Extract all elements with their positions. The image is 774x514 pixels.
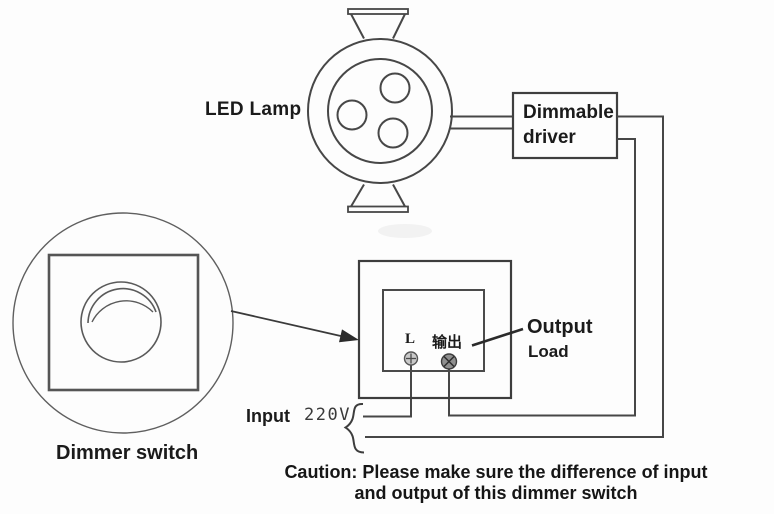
load-label: Load: [528, 342, 569, 361]
lamp-bottom-flange-side-left: [350, 183, 365, 208]
led-lamp-icon: [307, 8, 453, 213]
lamp-driver-wires: [449, 115, 514, 130]
lamp-led-3: [377, 117, 409, 149]
dimmer-faceplate: [47, 253, 200, 392]
wire-neutral-loop: [365, 115, 664, 438]
dimmer-knob-icon: [80, 281, 162, 363]
dimmer-switch-label: Dimmer switch: [56, 442, 199, 464]
caution-line1: Caution: Please make sure the difference…: [284, 462, 708, 482]
caution-line2: and output of this dimmer switch: [354, 483, 638, 503]
lamp-led-2: [336, 99, 368, 131]
screw-terminal-live-icon: [403, 351, 419, 366]
lamp-top-flange-bar: [347, 8, 409, 15]
knob-indicator-arc-inner: [91, 300, 154, 323]
voltage-label: 220V: [304, 405, 351, 425]
output-label: Output: [527, 316, 593, 338]
circuit-wires: [363, 115, 664, 438]
output-leader-line: [471, 327, 524, 347]
led-lamp-label: LED Lamp: [205, 99, 302, 120]
lamp-bottom-flange-bar: [347, 205, 409, 213]
dimmable-driver-box: [511, 91, 619, 160]
watermark-smudge: [378, 224, 432, 238]
arrowhead: [339, 329, 359, 343]
knob-indicator-arc-outer: [87, 287, 157, 324]
lamp-top-flange-side-right: [392, 13, 406, 39]
driver-label-line1: Dimmable: [523, 102, 614, 123]
caution-note: Caution: Please make sure the difference…: [246, 462, 746, 504]
dimmer-switch-icon: [12, 212, 234, 434]
screw-terminal-output-icon: [440, 353, 458, 370]
wire-live-input: [363, 365, 412, 418]
pointer-arrow: [230, 310, 359, 343]
input-brace: [343, 402, 365, 454]
lamp-outer-ring: [307, 38, 453, 184]
terminal-output-label: 输出: [432, 333, 463, 351]
panel-inner-frame: [382, 289, 485, 372]
wire-dimmer-output: [448, 138, 636, 417]
driver-label-line2: driver: [523, 127, 576, 148]
dimmer-panel-drawing: [357, 259, 524, 400]
dimmable-driver-label: Dimmable driver: [523, 100, 614, 150]
terminal-live-label: L: [405, 331, 416, 347]
lamp-bottom-flange-side-right: [392, 184, 406, 207]
input-label: Input: [246, 406, 290, 426]
panel-outer-frame: [357, 259, 513, 400]
dimmer-zoom-circle: [12, 212, 234, 434]
lamp-inner-ring: [327, 58, 433, 164]
lamp-led-1: [379, 72, 411, 104]
lamp-top-flange-side-left: [350, 13, 365, 39]
